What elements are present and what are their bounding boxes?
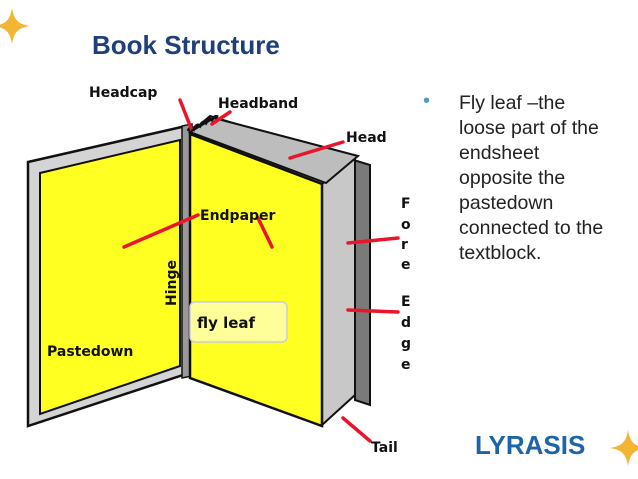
four-point-star-icon — [0, 8, 30, 44]
fly-leaf-label-box — [189, 301, 288, 343]
pastedown-page — [39, 138, 181, 416]
pointer-headcap — [178, 98, 193, 130]
label-tail: Tail — [371, 440, 398, 456]
pointer-head — [288, 140, 345, 160]
fly-leaf-page — [188, 132, 324, 428]
pointer-endpaper-right — [256, 216, 274, 249]
pointer-headband — [210, 110, 232, 126]
label-fly-leaf: fly leaf — [197, 314, 256, 332]
pointer-edge — [346, 308, 400, 314]
pointer-tail — [341, 416, 372, 443]
pointer-endpaper-left — [122, 213, 200, 249]
fore-edge-side — [321, 155, 356, 428]
label-fore-letter: F — [401, 196, 411, 212]
label-fore-letter: r — [401, 237, 408, 253]
label-head: Head — [346, 130, 387, 146]
logo-text: LYRASIS — [475, 430, 586, 460]
label-endpaper: Endpaper — [200, 208, 276, 224]
bullet-dot-icon: • — [423, 90, 431, 112]
label-edge-letter: g — [401, 336, 411, 352]
pointer-fore — [346, 236, 400, 245]
bullet-text: Fly leaf –the loose part of the endsheet… — [459, 92, 604, 264]
label-edge-letter: d — [401, 315, 411, 331]
label-headband: Headband — [218, 96, 298, 112]
label-headcap: Headcap — [89, 85, 157, 101]
slide-title: Book Structure — [92, 30, 280, 60]
headband — [186, 114, 219, 132]
lyrasis-logo: LYRASIS — [475, 430, 585, 461]
label-fore-letter: o — [401, 217, 411, 233]
label-edge-letter: E — [401, 294, 411, 310]
label-hinge: Hinge — [164, 260, 180, 306]
label-pastedown: Pastedown — [47, 344, 133, 360]
label-fore-letter: e — [401, 257, 411, 273]
four-point-star-icon — [610, 430, 638, 466]
label-edge-letter: e — [401, 357, 411, 373]
bullet-item: • Fly leaf –the loose part of the endshe… — [423, 90, 617, 266]
